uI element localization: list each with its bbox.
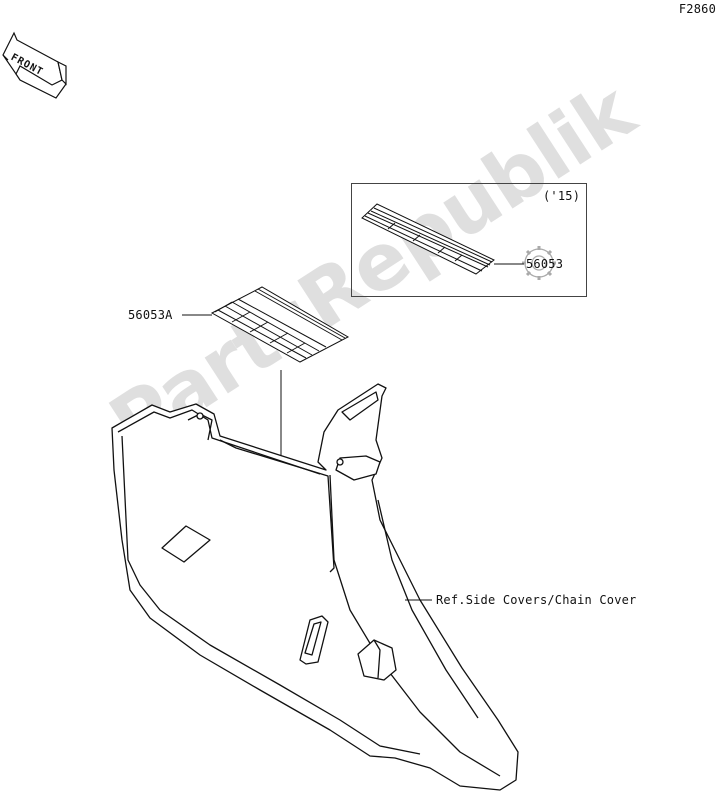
new-part-gear-icon <box>522 246 556 280</box>
part-number-56053a: 56053A <box>128 308 173 322</box>
diagram-ref-code: F2860 <box>678 2 716 16</box>
label-main-56053a <box>210 286 350 363</box>
inset-year-label: ('15) <box>543 189 581 203</box>
front-arrow-icon <box>2 31 67 99</box>
inset-frame <box>351 183 587 297</box>
label-inset-56053 <box>361 203 495 275</box>
side-cover-part <box>111 383 519 791</box>
reference-note: Ref.Side Covers/Chain Cover <box>436 593 637 607</box>
part-number-56053: 56053 <box>526 257 564 271</box>
